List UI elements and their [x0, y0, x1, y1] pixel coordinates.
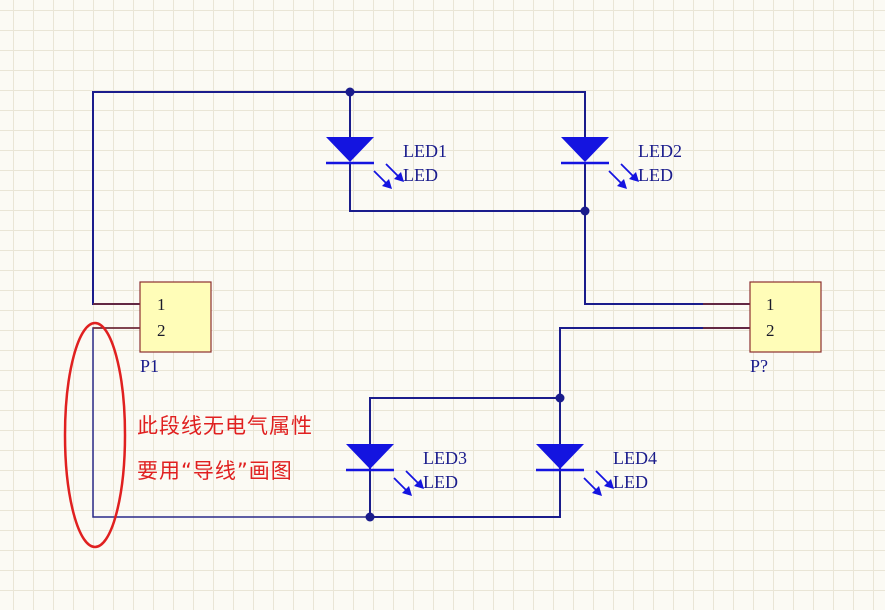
- led-designator: LED3: [423, 448, 467, 468]
- led2[interactable]: LED2 LED: [561, 137, 682, 189]
- connector-designator: P1: [140, 356, 159, 376]
- led1[interactable]: LED1 LED: [326, 137, 447, 189]
- annotation-ellipse: [63, 321, 127, 549]
- diode-triangle: [326, 137, 374, 162]
- pin-label-1: 1: [157, 295, 166, 314]
- diode-triangle: [561, 137, 609, 162]
- led-comment: LED: [423, 472, 458, 492]
- led3[interactable]: LED3 LED: [346, 444, 467, 496]
- led-designator: LED2: [638, 141, 682, 161]
- led-comment: LED: [638, 165, 673, 185]
- led-designator: LED4: [613, 448, 657, 468]
- wire-led34-bottom[interactable]: [369, 467, 561, 518]
- connector-body: [749, 281, 822, 353]
- junction-dot: [555, 393, 565, 403]
- wire-p1-pin1-to-top[interactable]: [92, 91, 586, 305]
- junction-dot: [345, 87, 355, 97]
- led4[interactable]: LED4 LED: [536, 444, 657, 496]
- junction-dot: [580, 206, 590, 216]
- light-emission-icon: [608, 163, 639, 189]
- diode-triangle: [346, 444, 394, 469]
- light-emission-icon: [373, 163, 404, 189]
- wire-led-bottom-bus[interactable]: [349, 162, 585, 212]
- connector-p1[interactable]: 1 2 P1: [93, 281, 212, 376]
- connector-designator: P?: [750, 356, 768, 376]
- led-comment: LED: [403, 165, 438, 185]
- connector-p2[interactable]: 1 2 P?: [703, 281, 822, 376]
- pin-label-2: 2: [157, 321, 166, 340]
- light-emission-icon: [583, 470, 614, 496]
- led-designator: LED1: [403, 141, 447, 161]
- connector-body: [139, 281, 212, 353]
- led-comment: LED: [613, 472, 648, 492]
- light-emission-icon: [393, 470, 424, 496]
- annotation-line-2: 要用“导线”画图: [137, 459, 293, 483]
- pin-label-1: 1: [766, 295, 775, 314]
- junctions: [345, 87, 590, 522]
- pin-label-2: 2: [766, 321, 775, 340]
- annotation-line-1: 此段线无电气属性: [137, 414, 313, 438]
- junction-dot: [365, 512, 375, 522]
- diode-triangle: [536, 444, 584, 469]
